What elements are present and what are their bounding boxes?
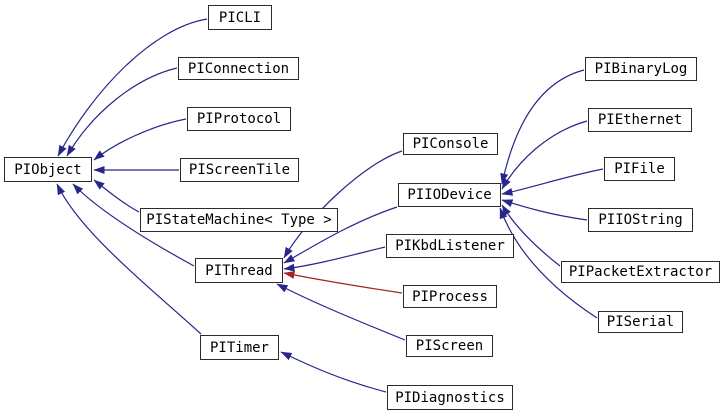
node-pidiagnostics[interactable]: PIDiagnostics <box>387 385 513 410</box>
edge-pitimer-to-piobject <box>56 183 202 335</box>
node-piserial[interactable]: PISerial <box>598 311 683 333</box>
node-piethernet[interactable]: PIEthernet <box>588 108 692 132</box>
node-pithread[interactable]: PIThread <box>195 258 283 283</box>
node-piscreentile[interactable]: PIScreenTile <box>180 158 299 182</box>
node-pikbdlistener[interactable]: PIKbdListener <box>386 234 514 258</box>
node-piobject[interactable]: PIObject <box>4 157 92 182</box>
node-picli[interactable]: PICLI <box>208 5 272 30</box>
edge-piiodevice-to-pithread <box>283 206 398 264</box>
node-piiostring[interactable]: PIIOString <box>588 208 693 232</box>
edge-piprotocol-to-piobject <box>93 118 187 161</box>
edge-picli-to-piobject <box>57 18 208 157</box>
node-pifile[interactable]: PIFile <box>604 157 675 181</box>
node-pitimer[interactable]: PITimer <box>200 335 279 360</box>
edge-pikbdlistener-to-pithread <box>283 246 386 272</box>
edge-pibinarylog-to-piiodevice <box>500 69 585 185</box>
edge-pidiagnostics-to-pitimer <box>280 351 387 393</box>
node-piscreen[interactable]: PIScreen <box>406 335 493 357</box>
node-piiodevice[interactable]: PIIODevice <box>398 183 501 207</box>
edge-pithread-to-piobject <box>72 183 195 267</box>
edge-piscreen-to-pithread <box>276 283 406 341</box>
node-piprocess[interactable]: PIProcess <box>403 285 497 308</box>
edge-piconnection-to-piobject <box>66 67 178 157</box>
node-piconsole[interactable]: PIConsole <box>403 133 498 155</box>
node-pipacketextractor[interactable]: PIPacketExtractor <box>561 261 720 283</box>
edge-piiostring-to-piiodevice <box>501 199 588 221</box>
edge-pifile-to-piiodevice <box>501 168 604 196</box>
node-piprotocol[interactable]: PIProtocol <box>187 107 291 131</box>
node-pibinarylog[interactable]: PIBinaryLog <box>585 57 697 81</box>
edge-pistatemachine-to-piobject <box>93 179 140 213</box>
edge-piserial-to-piiodevice <box>499 207 598 319</box>
edge-piprocess-to-pithread <box>283 271 403 294</box>
edge-piethernet-to-piiodevice <box>501 120 588 190</box>
edge-piconsole-to-pithread <box>283 150 403 259</box>
node-pistatemachine[interactable]: PIStateMachine< Type > <box>140 208 338 232</box>
node-piconnection[interactable]: PIConnection <box>178 57 299 80</box>
